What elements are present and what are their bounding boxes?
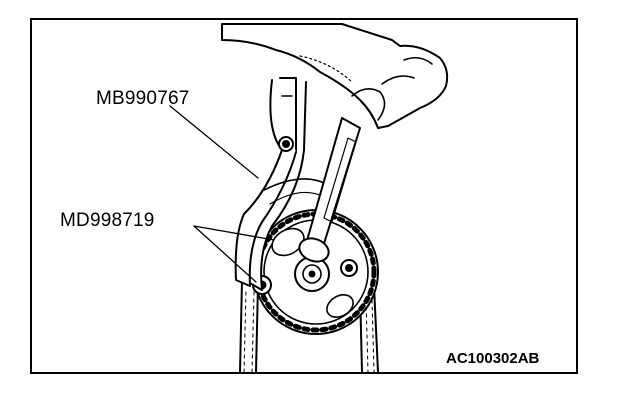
leader-lines (169, 105, 275, 283)
hand-illustration (221, 23, 449, 129)
figure-id: AC100302AB (446, 350, 540, 367)
callout-tool-b: MD998719 (60, 210, 155, 231)
leader-tool-b-upper (193, 225, 275, 241)
leader-tool-a (169, 105, 259, 179)
leader-tool-b-lower (193, 225, 257, 283)
callout-tool-a: MB990767 (96, 88, 190, 109)
sprocket-holder-tool (234, 77, 331, 291)
wrench-tool (298, 117, 361, 263)
